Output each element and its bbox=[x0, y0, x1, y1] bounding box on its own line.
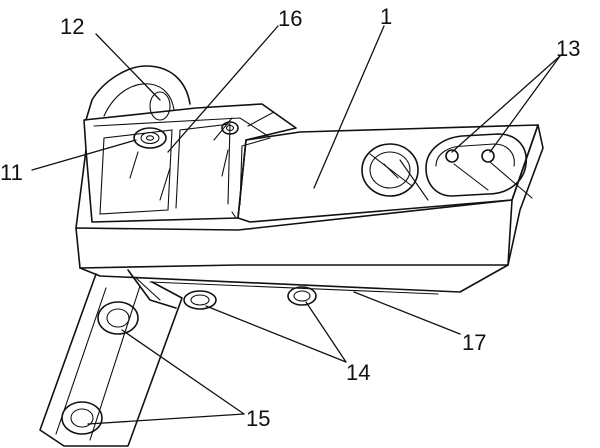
label-16: 16 bbox=[278, 6, 302, 31]
label-13: 13 bbox=[556, 36, 580, 61]
bracket-screws bbox=[133, 121, 239, 149]
top-buttons bbox=[361, 133, 533, 201]
label-12: 12 bbox=[60, 14, 84, 39]
label-17: 17 bbox=[462, 330, 486, 355]
top-hook bbox=[85, 65, 191, 121]
label-1: 1 bbox=[380, 4, 392, 29]
leader-lines bbox=[31, 25, 561, 425]
reference-labels: 12 16 1 13 11 14 15 17 bbox=[0, 4, 580, 431]
label-15: 15 bbox=[246, 406, 270, 431]
top-bracket bbox=[83, 103, 297, 223]
lower-arm bbox=[39, 269, 183, 447]
bottom-holes bbox=[183, 286, 317, 310]
label-14: 14 bbox=[346, 360, 370, 385]
label-11: 11 bbox=[0, 160, 23, 185]
main-body bbox=[75, 124, 544, 295]
